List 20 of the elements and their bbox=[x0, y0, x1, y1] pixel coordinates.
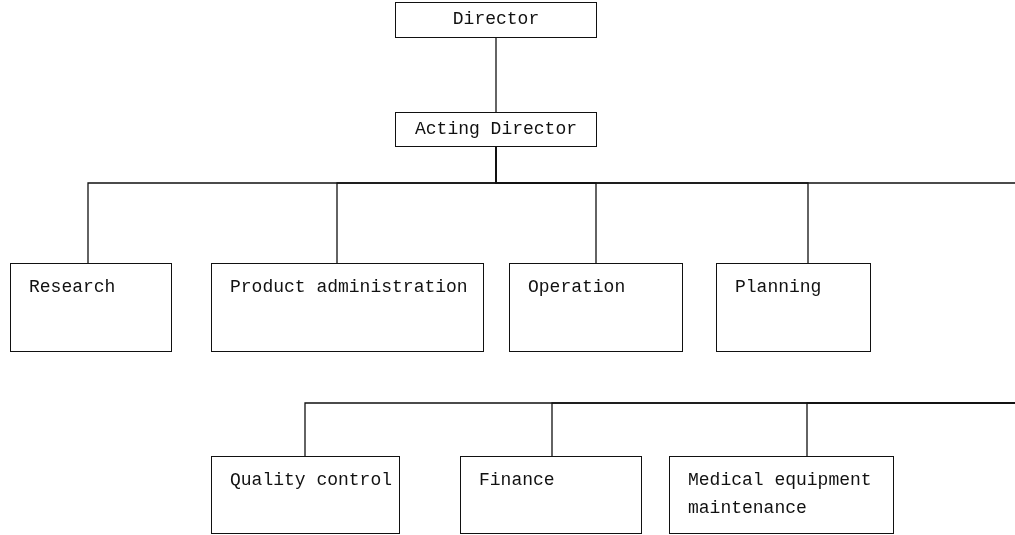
org-unit-box bbox=[10, 263, 172, 352]
unit-name: Product administration bbox=[230, 276, 469, 299]
unit-name: Quality control bbox=[230, 469, 393, 492]
org-unit-box bbox=[460, 456, 642, 534]
org-unit-box bbox=[669, 456, 894, 534]
org-unit-box bbox=[395, 112, 597, 147]
org-unit-box bbox=[716, 263, 871, 352]
org-unit-box bbox=[509, 263, 683, 352]
unit-name: Planning bbox=[735, 276, 823, 299]
unit-name: Research bbox=[29, 276, 117, 299]
unit-name: Finance bbox=[479, 469, 556, 492]
org-unit-box bbox=[395, 2, 597, 38]
unit-name: Medical equipment maintenance bbox=[688, 469, 873, 520]
org-unit-box bbox=[211, 456, 400, 534]
unit-name: Operation bbox=[528, 276, 627, 299]
org-unit-box bbox=[211, 263, 484, 352]
connector-line bbox=[495, 37, 497, 113]
unit-name: Acting Director bbox=[414, 118, 578, 141]
unit-name: Director bbox=[451, 8, 541, 31]
connector-line bbox=[806, 402, 1015, 457]
